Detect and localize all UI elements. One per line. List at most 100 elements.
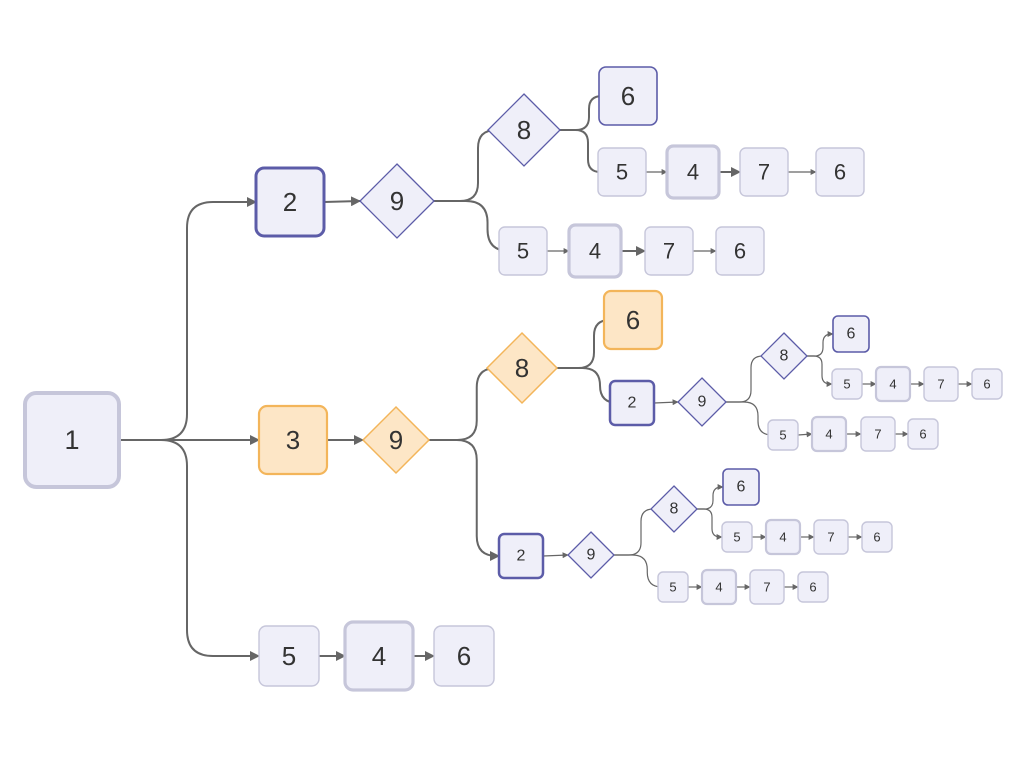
node-label: 2 <box>628 395 637 412</box>
box-shape <box>721 521 753 553</box>
node-a2[interactable]: 2 <box>254 166 326 238</box>
box-shape <box>861 521 893 553</box>
node-d4[interactable]: 4 <box>874 365 912 403</box>
node-a6[interactable]: 6 <box>598 66 658 126</box>
edge-c8-to-d2 <box>557 367 619 408</box>
node-label: 6 <box>834 160 846 185</box>
node-label: 5 <box>282 641 296 671</box>
edge-d8-to-d6 <box>807 331 834 357</box>
diamond-shape <box>760 332 808 380</box>
node-a4[interactable]: 4 <box>665 144 721 200</box>
node-a7[interactable]: 7 <box>739 147 789 197</box>
node-label: 9 <box>587 547 596 564</box>
node-label: 6 <box>809 580 816 595</box>
edge-n1-to-h5 <box>119 439 260 661</box>
node-label: 7 <box>827 530 834 545</box>
edge-d8-to-d5 <box>807 355 833 387</box>
node-b4[interactable]: 4 <box>567 223 623 279</box>
node-f6b[interactable]: 6 <box>861 521 893 553</box>
node-f9[interactable]: 9 <box>567 531 615 579</box>
box-shape <box>832 315 870 353</box>
node-label: 6 <box>621 81 635 111</box>
node-label: 6 <box>626 305 640 335</box>
edge-n1-to-a2 <box>119 197 257 441</box>
node-d8[interactable]: 8 <box>760 332 808 380</box>
node-f2[interactable]: 2 <box>497 532 545 580</box>
node-a6b[interactable]: 6 <box>815 147 865 197</box>
edge-f9-to-g5 <box>614 554 664 590</box>
node-d7[interactable]: 7 <box>923 366 959 402</box>
node-f4[interactable]: 4 <box>764 518 802 556</box>
node-g6[interactable]: 6 <box>797 571 829 603</box>
node-d6b[interactable]: 6 <box>971 368 1003 400</box>
node-e4[interactable]: 4 <box>810 415 848 453</box>
node-f6[interactable]: 6 <box>722 468 760 506</box>
node-h6[interactable]: 6 <box>433 625 495 687</box>
edge-a9-to-a8 <box>434 125 497 202</box>
node-c3[interactable]: 3 <box>257 404 329 476</box>
edge-c9-to-c8 <box>429 363 497 441</box>
node-a5[interactable]: 5 <box>597 147 647 197</box>
node-e5[interactable]: 5 <box>767 419 799 451</box>
node-g5[interactable]: 5 <box>657 571 689 603</box>
diamond-shape <box>487 93 561 167</box>
node-h5[interactable]: 5 <box>258 625 320 687</box>
edge-f9-to-f8 <box>614 506 657 556</box>
node-label: 4 <box>372 641 386 671</box>
node-label: 8 <box>517 115 531 145</box>
box-shape <box>602 289 664 351</box>
node-label: 6 <box>457 641 471 671</box>
node-label: 4 <box>687 160 699 185</box>
node-f7[interactable]: 7 <box>813 519 849 555</box>
node-label: 2 <box>283 187 297 217</box>
edge-f8-to-f5 <box>697 508 723 540</box>
diamond-shape <box>567 531 615 579</box>
node-b5[interactable]: 5 <box>498 226 548 276</box>
node-label: 4 <box>589 239 601 264</box>
node-label: 9 <box>390 186 404 216</box>
edge-c9-to-f2 <box>429 439 500 561</box>
node-label: 9 <box>389 425 403 455</box>
node-d2[interactable]: 2 <box>608 379 656 427</box>
node-label: 7 <box>874 427 881 442</box>
edge-f8-to-f6 <box>697 484 724 510</box>
node-f8[interactable]: 8 <box>650 485 698 533</box>
node-c8[interactable]: 8 <box>485 331 559 405</box>
node-label: 2 <box>517 548 526 565</box>
node-g7[interactable]: 7 <box>749 569 785 605</box>
node-f5[interactable]: 5 <box>721 521 753 553</box>
box-shape <box>598 66 658 126</box>
node-h4[interactable]: 4 <box>343 620 415 692</box>
box-shape <box>498 226 548 276</box>
box-shape <box>700 568 738 606</box>
node-label: 6 <box>737 479 746 496</box>
node-label: 5 <box>733 530 740 545</box>
node-d9[interactable]: 9 <box>677 377 727 427</box>
node-label: 7 <box>763 580 770 595</box>
node-a9[interactable]: 9 <box>359 163 435 239</box>
node-label: 5 <box>517 239 529 264</box>
box-shape <box>797 571 829 603</box>
node-c9[interactable]: 9 <box>361 405 431 475</box>
node-g4[interactable]: 4 <box>700 568 738 606</box>
box-shape <box>907 418 939 450</box>
node-e7[interactable]: 7 <box>860 416 896 452</box>
edge-a2-to-a9 <box>323 196 361 207</box>
box-shape <box>257 404 329 476</box>
node-label: 5 <box>669 580 676 595</box>
node-d5[interactable]: 5 <box>831 368 863 400</box>
box-shape <box>497 532 545 580</box>
node-a8[interactable]: 8 <box>487 93 561 167</box>
edge-e5-to-e4 <box>797 431 813 438</box>
edge-a8-to-a5 <box>560 129 607 177</box>
node-c6[interactable]: 6 <box>602 289 664 351</box>
node-e6[interactable]: 6 <box>907 418 939 450</box>
node-label: 4 <box>715 580 722 595</box>
node-b6[interactable]: 6 <box>715 226 765 276</box>
node-d6[interactable]: 6 <box>832 315 870 353</box>
node-n1[interactable]: 1 <box>23 391 121 489</box>
diamond-shape <box>677 377 727 427</box>
box-shape <box>971 368 1003 400</box>
node-b7[interactable]: 7 <box>644 226 694 276</box>
box-shape <box>831 368 863 400</box>
